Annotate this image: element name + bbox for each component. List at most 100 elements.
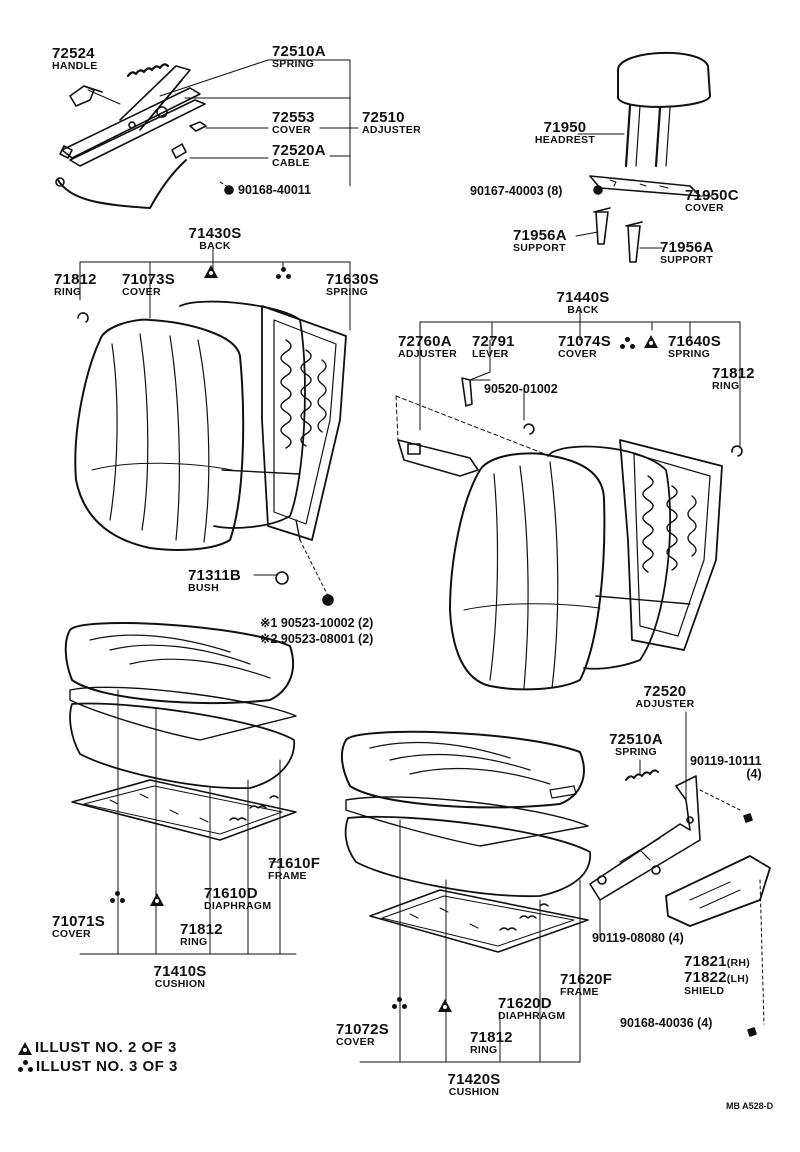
part-number: 72553	[272, 109, 315, 126]
part-side: (LH)	[726, 973, 749, 985]
part-90168-40036: 90168-40036 (4)	[620, 1016, 713, 1030]
part-name: SUPPORT	[660, 254, 713, 266]
part-72520: 72520 ADJUSTER	[620, 684, 710, 710]
part-name: CABLE	[272, 157, 310, 169]
part-number: 71311B	[188, 567, 241, 584]
part-number: 72791	[472, 333, 515, 350]
part-name: CUSHION	[448, 1086, 500, 1098]
part-name: SPRING	[326, 286, 369, 298]
part-name: BUSH	[188, 582, 219, 594]
part-72791: 72791 LEVER	[472, 334, 515, 360]
part-71956a-right: 71956A SUPPORT	[660, 240, 714, 266]
part-name: FRAME	[560, 986, 599, 998]
part-71410s: 71410S CUSHION	[140, 964, 220, 990]
part-number: 71410S	[153, 963, 207, 980]
part-number: 71072S	[336, 1021, 389, 1038]
part-71822: 71822(LH) SHIELD	[684, 970, 749, 997]
legend-illust-2: ILLUST NO. 2 OF 3	[18, 1040, 177, 1055]
part-90523-10002: ※1 90523-10002 (2)	[260, 616, 374, 630]
part-90168-40011: 90168-40011	[238, 183, 311, 197]
illust-3-marker-icon	[276, 266, 294, 282]
part-number: 71821	[684, 953, 727, 970]
part-number: 71620F	[560, 971, 613, 988]
part-number: 71956A	[660, 239, 714, 256]
part-number: 71812	[54, 271, 97, 288]
part-71072s: 71072S COVER	[336, 1022, 389, 1048]
part-name: COVER	[52, 928, 91, 940]
part-name: CUSHION	[154, 978, 206, 990]
part-name: RING	[180, 936, 208, 948]
part-name: COVER	[558, 348, 597, 360]
part-number: 71073S	[122, 271, 175, 288]
part-name: HEADREST	[534, 134, 596, 146]
part-name: RING	[470, 1044, 498, 1056]
part-name: HANDLE	[52, 60, 98, 72]
right-cushion-drawing	[340, 730, 591, 1063]
part-71440s: 71440S BACK	[548, 290, 618, 316]
part-71430s: 71430S BACK	[180, 226, 250, 252]
headrest-drawing	[589, 51, 711, 263]
part-71620d: 71620D DIAPHRAGM	[498, 996, 565, 1022]
part-number: 72510A	[609, 731, 663, 748]
part-name: RING	[712, 380, 740, 392]
part-71812-a: 71812 RING	[54, 272, 97, 298]
part-name: SHIELD	[684, 985, 725, 997]
part-number: 71630S	[326, 271, 379, 288]
part-72510a-right: 72510A SPRING	[596, 732, 676, 758]
illust-2-marker-icon-cushion-left	[150, 892, 167, 908]
part-72510a-spring: 72510A SPRING	[272, 44, 326, 70]
part-71812-c: 71812 RING	[180, 922, 223, 948]
part-number: 71956A	[513, 227, 567, 244]
part-number: 71071S	[52, 913, 105, 930]
illust-3-marker-icon-cushion-left	[110, 890, 128, 906]
part-71620f: 71620F FRAME	[560, 972, 612, 998]
part-name: COVER	[336, 1036, 375, 1048]
three-dots-icon	[18, 1060, 34, 1074]
part-71812-d: 71812 RING	[470, 1030, 513, 1056]
part-number: 90119-10111	[690, 754, 762, 768]
illust-2-marker-icon-cushion-right	[438, 998, 455, 1014]
part-name: LEVER	[472, 348, 509, 360]
part-number: 72520A	[272, 142, 326, 159]
part-72553: 72553 COVER	[272, 110, 315, 136]
part-90523-08001: ※2 90523-08001 (2)	[260, 632, 374, 646]
part-90119-10111: 90119-10111 (4)	[690, 755, 762, 780]
part-name: DIAPHRAGM	[498, 1010, 566, 1022]
part-name: SPRING	[272, 58, 315, 70]
part-number: 71610F	[268, 855, 321, 872]
part-name: FRAME	[268, 870, 307, 882]
part-number: 71620D	[498, 995, 552, 1012]
part-90520-01002: 90520-01002	[484, 382, 558, 396]
part-number: 71812	[712, 365, 755, 382]
part-name: SUPPORT	[513, 242, 566, 254]
leaders-headrest	[575, 133, 713, 249]
part-71950: 71950 HEADREST	[525, 120, 605, 146]
part-number: 72520	[643, 683, 687, 700]
adjuster-assembly-drawing	[55, 63, 234, 209]
part-71821: 71821(RH)	[684, 954, 750, 970]
part-number: 71074S	[558, 333, 611, 350]
part-90167-40003: 90167-40003 (8)	[470, 184, 563, 198]
part-72510: 72510 ADJUSTER	[362, 110, 421, 136]
part-90119-08080: 90119-08080 (4)	[592, 931, 684, 945]
part-71420s: 71420S CUSHION	[434, 1072, 514, 1098]
part-number: 71950C	[685, 187, 739, 204]
part-71074s: 71074S COVER	[558, 334, 611, 360]
part-name: COVER	[272, 124, 311, 136]
part-name: SPRING	[668, 348, 711, 360]
part-number: 72510A	[272, 43, 326, 60]
part-name: SPRING	[614, 746, 658, 758]
right-adjuster-drawing	[589, 711, 771, 1037]
triangle-icon	[18, 1041, 32, 1055]
part-71073s: 71073S COVER	[122, 272, 175, 298]
legend-text: ILLUST NO. 2 OF 3	[35, 1039, 177, 1056]
leaders-top-left	[87, 59, 359, 191]
part-number: 71822	[684, 969, 727, 986]
illust-2-marker-icon-right	[644, 334, 661, 350]
part-71610d: 71610D DIAPHRAGM	[204, 886, 271, 912]
part-71956a-left: 71956A SUPPORT	[513, 228, 567, 254]
part-number: 71950	[543, 119, 587, 136]
right-seat-back-drawing	[395, 307, 743, 691]
part-name: RING	[54, 286, 82, 298]
